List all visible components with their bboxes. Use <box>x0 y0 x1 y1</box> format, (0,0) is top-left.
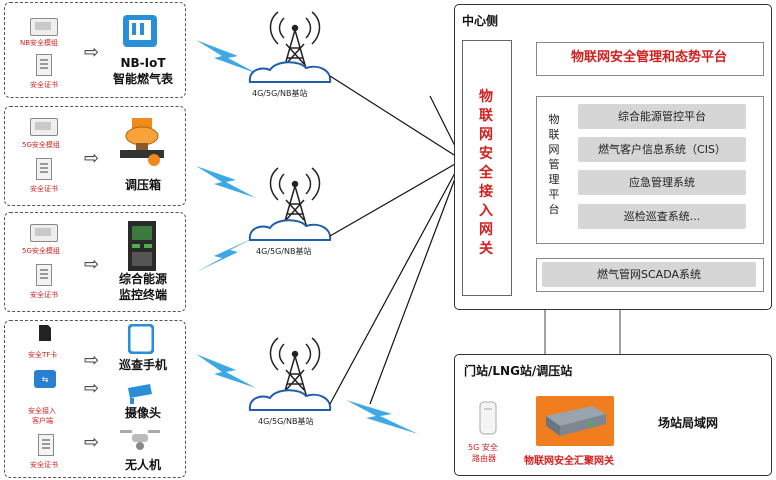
gateway-char: 联 <box>479 108 493 124</box>
mgmt-char: 理 <box>548 173 560 186</box>
camera-name: 摄像头 <box>124 406 161 420</box>
5g-module-icon <box>30 118 58 136</box>
tower-icon-2 <box>248 167 332 241</box>
gateway-char: 网 <box>479 222 493 238</box>
arrow-right-icon: ⇨ <box>84 42 100 63</box>
regulator-name: 调压箱 <box>124 178 161 192</box>
router-label-line-2: 路由器 <box>472 454 496 463</box>
gas-meter-icon <box>123 15 157 47</box>
base-station-label-3: 4G/5G/NB基站 <box>258 417 314 426</box>
certificate-icon <box>36 264 52 286</box>
client-app-label-line-2: 客户端 <box>32 417 53 425</box>
lightning-icon-5 <box>346 400 418 434</box>
5g-module-label: 5G安全模组 <box>22 141 60 149</box>
device-group-mobile <box>4 320 186 478</box>
lightning-icons <box>196 40 418 434</box>
mgmt-char: 联 <box>548 128 560 141</box>
tower-icons <box>248 11 332 411</box>
gateway-char: 关 <box>479 241 493 257</box>
customer-info-system: 燃气客户信息系统（CIS） <box>578 137 746 162</box>
security-gateway-label: 物 联 网 安 全 接 入 网 关 <box>476 88 496 259</box>
lightning-icon-4 <box>196 354 256 388</box>
lightning-icon-3 <box>196 236 258 272</box>
uplink-lines <box>329 75 463 405</box>
mgmt-char: 台 <box>548 203 560 216</box>
base-station-label-2: 4G/5G/NB基站 <box>256 247 312 256</box>
tower-icon-3 <box>248 337 332 411</box>
mgmt-char: 平 <box>548 188 560 201</box>
monitoring-terminal-icon <box>128 221 156 271</box>
svg-text:⇆: ⇆ <box>42 375 49 384</box>
energy-terminal-name-line-1: 综合能源 <box>118 272 167 286</box>
arrow-right-icon: ⇨ <box>84 254 100 275</box>
iot-management-platform-label: 物 联 网 管 理 平 台 <box>546 112 562 217</box>
mgmt-char: 网 <box>548 143 560 156</box>
gateway-device-icon <box>546 406 606 436</box>
energy-control-platform: 综合能源管控平台 <box>578 104 746 129</box>
gateway-char: 全 <box>479 165 493 181</box>
lightning-icon-1 <box>196 40 258 74</box>
emergency-management-system: 应急管理系统 <box>578 170 746 195</box>
gateway-char: 入 <box>479 203 493 219</box>
certificate-icon <box>36 54 52 76</box>
gateway-char: 物 <box>479 89 493 105</box>
certificate-label: 安全证书 <box>30 461 58 469</box>
phone-icon <box>128 324 154 354</box>
tower-icon-1 <box>248 11 332 83</box>
drone-icon <box>120 430 160 450</box>
energy-terminal-name-line-2: 监控终端 <box>118 288 167 302</box>
router-icon <box>479 401 497 435</box>
situation-platform-label: 物联网安全管理和态势平台 <box>570 50 727 65</box>
certificate-icon <box>36 158 52 180</box>
mgmt-char: 管 <box>548 158 560 171</box>
aggregation-gateway-label: 物联网安全汇聚网关 <box>524 456 614 467</box>
nb-meter-name-line-1: NB-IoT <box>120 56 166 70</box>
client-app-icon: ⇆ <box>34 370 56 388</box>
nb-meter-name-line-2: 智能燃气表 <box>112 72 173 86</box>
pressure-regulator-icon <box>120 118 164 166</box>
situation-platform-box <box>536 42 764 76</box>
nb-module-icon <box>30 18 58 36</box>
arrow-right-icon: ⇨ <box>84 378 100 399</box>
mgmt-char: 物 <box>548 113 560 126</box>
station-title: 门站/LNG站/调压站 <box>464 364 573 378</box>
certificate-label: 安全证书 <box>30 291 58 299</box>
router-label-line-1: 5G 安全 <box>468 443 498 452</box>
camera-icon <box>128 384 152 404</box>
certificate-icon <box>38 434 54 456</box>
tf-card-label: 安全TF卡 <box>28 351 58 359</box>
center-side-title: 中心侧 <box>462 14 499 28</box>
gateway-char: 网 <box>479 127 493 143</box>
inspection-system: 巡检巡查系统... <box>578 204 746 229</box>
security-gateway-box <box>462 40 512 296</box>
arrow-right-icon: ⇨ <box>84 148 100 169</box>
gateway-char: 接 <box>479 184 493 200</box>
5g-module-icon <box>30 224 58 242</box>
gateway-char: 安 <box>479 146 493 162</box>
client-app-label-line-1: 安全接入 <box>28 407 56 415</box>
nb-module-label: NB安全模组 <box>20 39 59 47</box>
certificate-label: 安全证书 <box>30 81 58 89</box>
certificate-label: 安全证书 <box>30 185 58 193</box>
base-station-label-1: 4G/5G/NB基站 <box>252 89 308 98</box>
patrol-phone-name: 巡查手机 <box>118 358 167 372</box>
arrow-right-icon: ⇨ <box>84 432 100 453</box>
arrow-right-icon: ⇨ <box>84 350 100 371</box>
lightning-icon-2 <box>196 166 256 198</box>
station-lan-label: 场站局域网 <box>657 416 718 430</box>
scada-system: 燃气管网SCADA系统 <box>542 262 756 287</box>
drone-name: 无人机 <box>124 458 161 472</box>
tf-card-icon <box>39 325 51 341</box>
5g-module-label: 5G安全模组 <box>22 247 60 255</box>
